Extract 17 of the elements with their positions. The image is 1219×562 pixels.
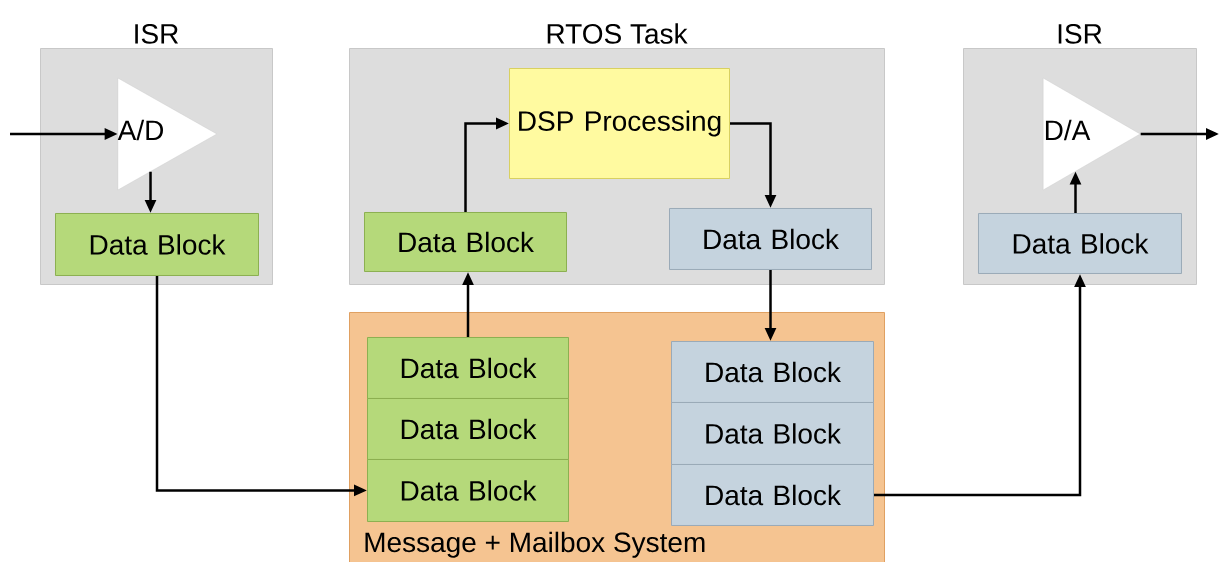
data-block-box: Data Block xyxy=(671,341,874,403)
data-block-box: Data Block xyxy=(671,402,874,465)
data-block-box: Data Block xyxy=(669,208,872,270)
converter-label: A/D xyxy=(117,119,163,141)
converter-label: D/A xyxy=(1045,119,1091,141)
processing-box: DSP Processing xyxy=(509,68,730,179)
panel-heading: ISR xyxy=(135,24,179,44)
data-block-box: Data Block xyxy=(671,464,874,526)
panel-heading: RTOS Task xyxy=(547,23,688,44)
data-block-box: Data Block xyxy=(367,337,569,399)
panel-title: Message + Mailbox System xyxy=(365,531,705,558)
data-block-box: Data Block xyxy=(978,213,1182,274)
data-block-box: Data Block xyxy=(367,459,569,522)
panel-heading: ISR xyxy=(1058,24,1102,44)
data-block-box: Data Block xyxy=(55,213,259,276)
data-block-box: Data Block xyxy=(364,212,567,272)
data-block-box: Data Block xyxy=(367,398,569,460)
